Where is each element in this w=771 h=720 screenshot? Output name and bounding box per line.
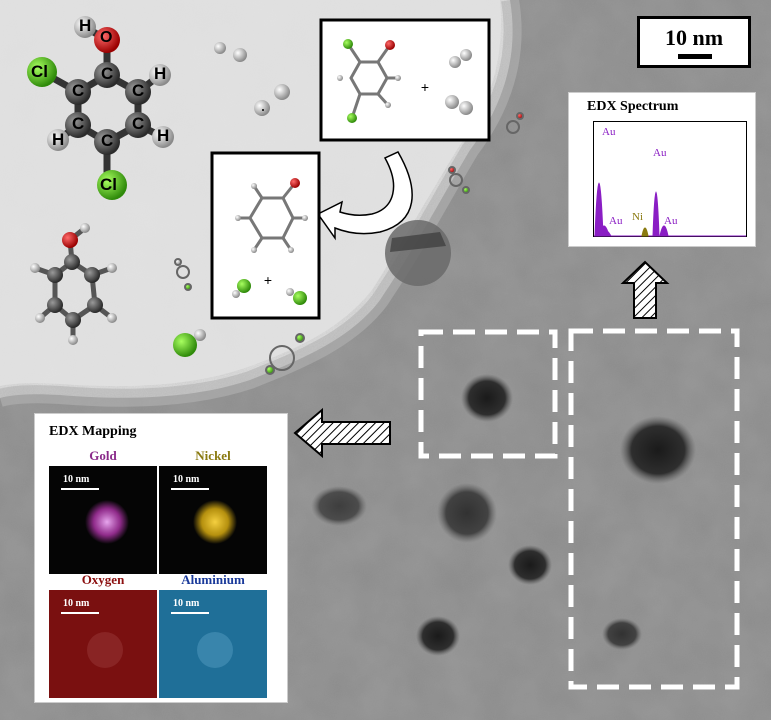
map-scale-line-gold [61, 488, 99, 490]
reactant-inset [319, 18, 491, 142]
map-scale-gold: 10 nm [63, 474, 90, 485]
edx-spectrum-panel: EDX Spectrum Au Au Au Ni Au [568, 92, 756, 247]
peak-label-au-3: Au [609, 215, 623, 227]
curved-reaction-arrow [316, 151, 413, 241]
peak-label-au-4: Au [664, 215, 678, 227]
map-scale-line-nickel [171, 488, 209, 490]
peak-label-ni: Ni [632, 211, 643, 223]
atom-c-label: C [132, 114, 145, 133]
map-tile-gold: 10 nm [49, 466, 157, 574]
scale-bar: 10 nm [637, 16, 751, 68]
edx-mapping-title: EDX Mapping [49, 424, 137, 439]
map-label-gold: Gold [89, 448, 117, 463]
product-inset [210, 151, 321, 320]
hcl-molecule [173, 329, 206, 357]
map-scale-nickel: 10 nm [173, 474, 200, 485]
map-label-oxygen: Oxygen [81, 572, 125, 587]
plus-sign-reactant: + [421, 79, 429, 95]
map-scale-line-aluminium [171, 612, 209, 614]
map-tile-oxygen: 10 nm [49, 590, 157, 698]
atom-c-label: C [72, 81, 85, 100]
atom-cl-label: Cl [31, 62, 48, 81]
atom-h-label: H [79, 16, 92, 35]
plus-sign-product: + [264, 272, 272, 288]
dashed-region-small [418, 329, 558, 459]
small-molecule-1 [174, 112, 524, 375]
map-tile-aluminium: 10 nm [159, 590, 267, 698]
map-label-nickel: Nickel [195, 448, 231, 463]
spectrum-au-trace [594, 182, 746, 237]
atom-c-label: C [132, 81, 145, 100]
atom-cl-label: Cl [100, 175, 117, 194]
atom-o-label: O [100, 29, 113, 46]
scale-bar-label: 10 nm [664, 25, 724, 50]
peak-label-au-1: Au [602, 126, 616, 138]
atom-c-label: C [101, 64, 114, 83]
spectrum-ni-peak [641, 227, 649, 237]
dcp-atom-letters: H O Cl C H C C C H C C H Cl [0, 0, 200, 200]
scale-bar-line [678, 54, 712, 59]
atom-h-label: H [157, 126, 170, 145]
edx-spectrum-title: EDX Spectrum [587, 99, 679, 114]
map-tile-nickel: 10 nm [159, 466, 267, 574]
atom-c-label: C [72, 114, 85, 133]
atom-h-label: H [154, 64, 167, 83]
peak-label-au-2: Au [653, 147, 667, 159]
map-scale-oxygen: 10 nm [63, 598, 90, 609]
dashed-region-large [568, 328, 740, 690]
arrow-to-mapping [293, 407, 391, 459]
dcp-atoms [27, 16, 174, 200]
atom-h-label: H [52, 130, 65, 149]
map-scale-line-oxygen [61, 612, 99, 614]
map-scale-aluminium: 10 nm [173, 598, 200, 609]
map-label-aluminium: Aluminium [181, 572, 245, 587]
atom-c-label: C [101, 131, 114, 150]
edx-mapping-panel: EDX Mapping Gold Nickel Oxygen Aluminium… [34, 413, 288, 703]
arrow-to-spectrum [620, 260, 670, 319]
spectrum-plot: Au Au Au Ni Au [593, 121, 747, 237]
